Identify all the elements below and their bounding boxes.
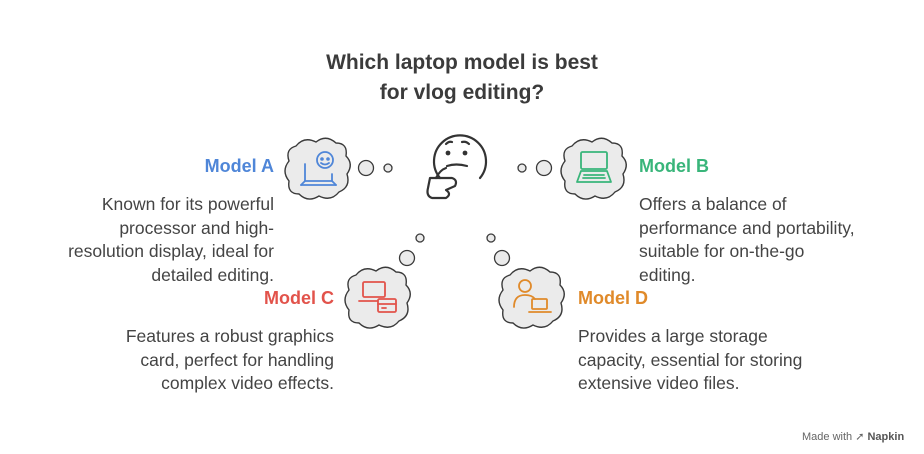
model-a-description: Known for its powerful processor and hig… bbox=[68, 194, 274, 285]
laptop-card-icon bbox=[358, 281, 397, 313]
model-b-label: Model B bbox=[639, 156, 709, 176]
made-with-text: Made with bbox=[802, 431, 853, 443]
napkin-logo-icon: ➚ bbox=[855, 431, 865, 443]
cloud-model-d bbox=[498, 266, 565, 329]
diagram-title: Which laptop model is best for vlog edit… bbox=[262, 48, 662, 108]
laptop-keyboard-icon bbox=[576, 151, 612, 183]
bubble-dot bbox=[357, 159, 375, 177]
person-laptop-icon bbox=[513, 279, 552, 313]
model-d-description: Provides a large storage capacity, essen… bbox=[578, 326, 803, 393]
bubble-dot bbox=[398, 249, 416, 267]
model-c-label: Model C bbox=[264, 288, 334, 308]
bubble-dot bbox=[535, 159, 553, 177]
napkin-brand: Napkin bbox=[867, 431, 905, 443]
model-c-description: Features a robust graphics card, perfect… bbox=[125, 326, 334, 393]
cloud-model-a bbox=[284, 137, 351, 200]
bubble-dot bbox=[517, 163, 527, 173]
model-a-label: Model A bbox=[204, 156, 274, 176]
cloud-model-c bbox=[344, 266, 411, 329]
bubble-dot bbox=[486, 233, 496, 243]
napkin-attribution[interactable]: Made with ➚ Napkin bbox=[802, 430, 904, 443]
title-line-2: for vlog editing? bbox=[379, 81, 545, 104]
model-d-label: Model D bbox=[578, 288, 648, 308]
laptop-chat-icon bbox=[300, 151, 337, 186]
cloud-model-b bbox=[560, 137, 627, 200]
model-b-description: Offers a balance of performance and port… bbox=[639, 194, 855, 285]
thinking-face-icon bbox=[426, 134, 488, 200]
bubble-dot bbox=[383, 163, 393, 173]
title-line-1: Which laptop model is best bbox=[326, 51, 598, 74]
bubble-dot bbox=[415, 233, 425, 243]
bubble-dot bbox=[493, 249, 511, 267]
